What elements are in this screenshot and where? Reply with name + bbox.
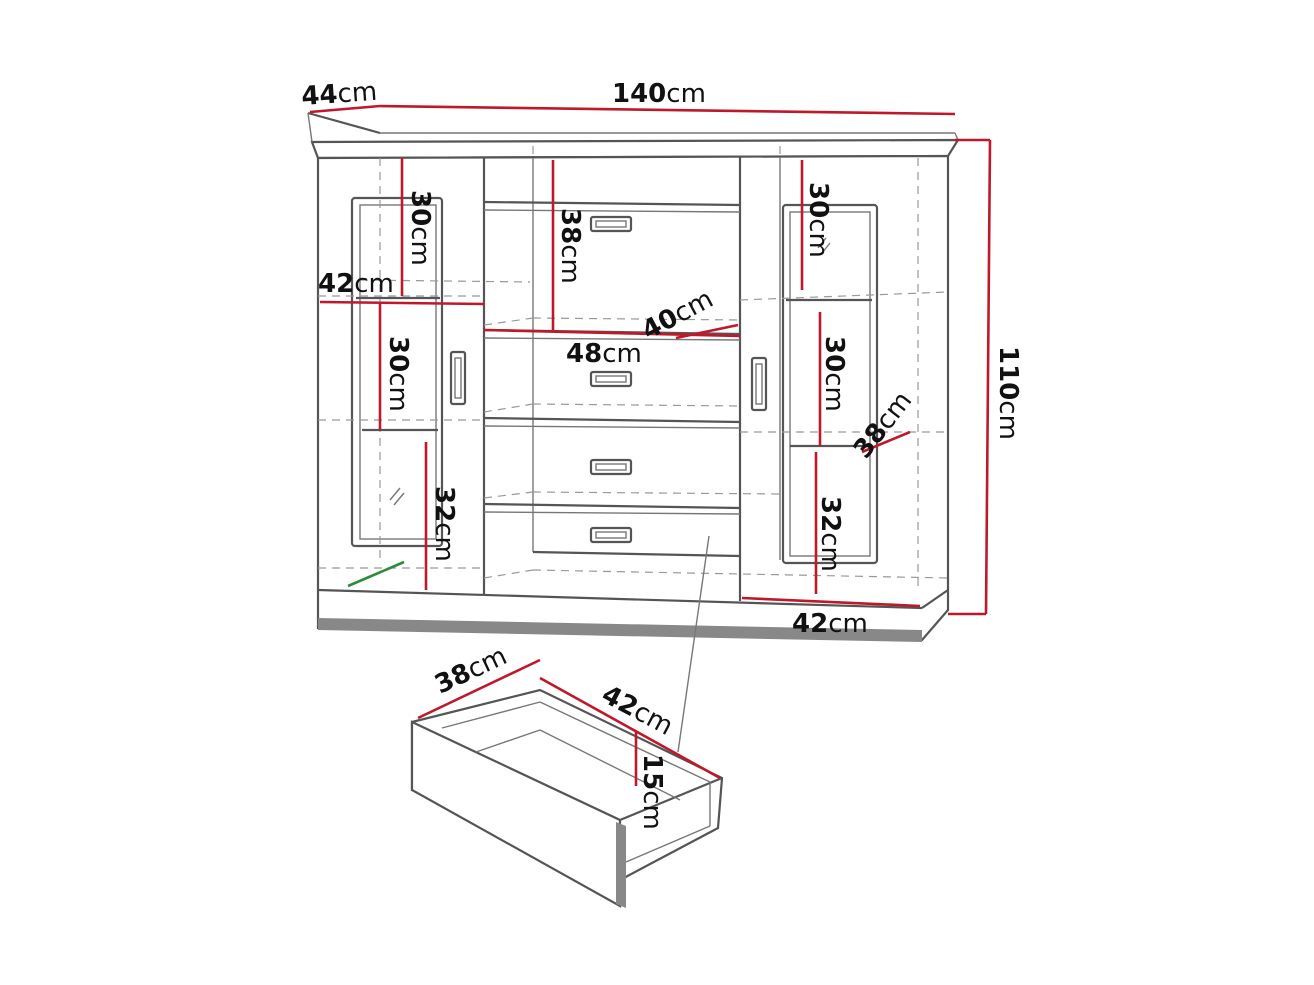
- label-left-shelf-lower: 32cm: [429, 486, 459, 562]
- drawer-handle-3: [589, 458, 633, 476]
- label-height-total: 110cm: [993, 346, 1023, 440]
- label-left-shelf-upper: 30cm: [405, 190, 435, 266]
- drawer-handle-4: [589, 526, 633, 544]
- label-right-shelf-lower: 32cm: [815, 496, 845, 572]
- label-center-width: 48cm: [566, 339, 642, 369]
- label-right-shelf-middle: 30cm: [819, 336, 849, 412]
- label-drawer-height: 15cm: [637, 754, 667, 830]
- label-left-width: 42cm: [318, 269, 394, 299]
- label-center-compartment: 38cm: [555, 208, 585, 284]
- label-right-width: 42cm: [792, 609, 868, 639]
- label-right-shelf-upper: 30cm: [803, 182, 833, 258]
- drawer-handle-2: [589, 370, 633, 388]
- label-width-top: 140cm: [612, 79, 706, 109]
- depth-marker: [347, 560, 405, 588]
- label-depth-top: 44cm: [300, 77, 378, 112]
- drawer-handle-1: [589, 215, 633, 233]
- label-left-shelf-middle: 30cm: [383, 336, 413, 412]
- cabinet-body: [307, 111, 960, 642]
- dimension-lines: [309, 104, 992, 786]
- detached-drawer: [410, 535, 724, 908]
